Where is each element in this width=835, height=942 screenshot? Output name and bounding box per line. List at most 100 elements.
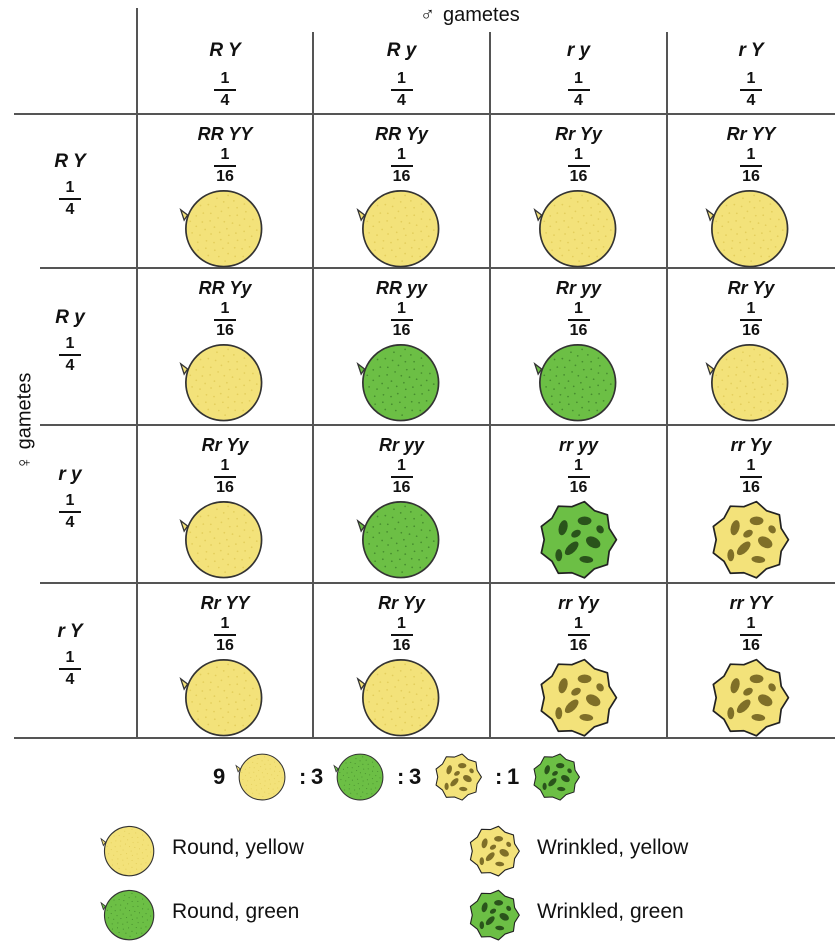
legend-label: Wrinkled, green [537,900,684,923]
wrinkled-green-pea-icon [539,500,617,579]
fraction-bar [567,165,590,167]
round-yellow-pea-icon [235,753,286,801]
ratio-count: 9 [213,764,226,789]
fraction-bar [740,319,762,321]
ratio-count: 3 [409,764,422,789]
cell-genotype: Rr yy [378,435,425,455]
fraction-denominator: 4 [746,92,756,109]
wrinkled-yellow-pea-icon [712,500,790,579]
wrinkled-yellow-pea-icon [539,658,617,737]
female-gametes-header: ♀ gametes [14,367,37,477]
row-gamete-label: R Y [54,151,86,172]
fraction-bar [390,165,413,167]
fraction-numerator: 1 [220,300,230,317]
fraction-denominator: 4 [65,201,75,218]
fraction-bar [390,319,413,321]
cell-genotype: RR yy [375,278,428,298]
cell-genotype: rr YY [729,593,773,613]
female-gametes-label: gametes [13,372,36,450]
fraction-denominator: 16 [569,168,588,185]
fraction-numerator: 1 [746,146,756,163]
fraction-denominator: 4 [397,92,406,109]
round-yellow-pea-icon [355,659,439,737]
column-gamete-label: r y [566,40,591,61]
cell-genotype: Rr YY [726,124,776,144]
fraction-denominator: 4 [65,670,75,688]
fraction-denominator: 4 [574,92,583,109]
ratio-separator: : [397,764,405,789]
legend-label: Wrinkled, yellow [537,836,689,859]
cell-genotype: rr Yy [558,593,599,613]
fraction-numerator: 1 [397,146,406,163]
fraction-bar [214,165,236,167]
fraction-denominator: 16 [742,479,760,496]
fraction-denominator: 16 [742,168,760,185]
fraction-bar [214,476,236,478]
cell-genotype: rr yy [558,435,599,455]
round-green-pea-icon [100,889,155,941]
round-yellow-pea-icon [355,190,439,268]
female-symbol: ♀ [13,455,36,471]
fraction-denominator: 16 [392,168,411,185]
fraction-denominator: 16 [392,637,411,654]
fraction-denominator: 16 [569,479,588,496]
fraction-bar [214,319,236,321]
fraction-denominator: 16 [392,322,411,339]
fraction-numerator: 1 [574,300,583,317]
round-green-pea-icon [333,753,384,801]
round-yellow-pea-icon [705,190,789,268]
fraction-denominator: 16 [216,322,234,339]
round-green-pea-icon [532,344,616,422]
fraction-numerator: 1 [397,457,406,474]
fraction-numerator: 1 [574,457,583,474]
fraction-numerator: 1 [574,70,583,87]
column-gamete-label: R y [386,40,417,61]
fraction-numerator: 1 [220,70,230,87]
fraction-bar [740,89,762,91]
fraction-denominator: 4 [65,356,75,374]
round-green-pea-icon [355,344,439,422]
round-yellow-pea-icon [179,501,263,579]
fraction-bar [740,165,762,167]
wrinkled-yellow-pea-icon [435,753,482,801]
column-gamete-label: r Y [738,40,764,61]
fraction-denominator: 16 [742,637,760,654]
fraction-numerator: 1 [746,457,756,474]
ratio-count: 1 [507,764,520,789]
fraction-numerator: 1 [220,615,230,632]
cell-genotype: Rr Yy [201,435,249,455]
fraction-bar [390,89,413,91]
fraction-numerator: 1 [746,70,756,87]
fraction-numerator: 1 [65,648,75,666]
column-gamete-label: R Y [209,40,241,61]
round-yellow-pea-icon [705,344,789,422]
fraction-bar [214,89,236,91]
fraction-numerator: 1 [574,615,583,632]
cell-genotype: rr Yy [730,435,772,455]
wrinkled-green-pea-icon [469,889,520,941]
row-gamete-label: r y [58,464,82,485]
fraction-numerator: 1 [220,146,230,163]
fraction-bar [740,476,762,478]
round-yellow-pea-icon [179,659,263,737]
male-gametes-label: gametes [443,4,520,26]
